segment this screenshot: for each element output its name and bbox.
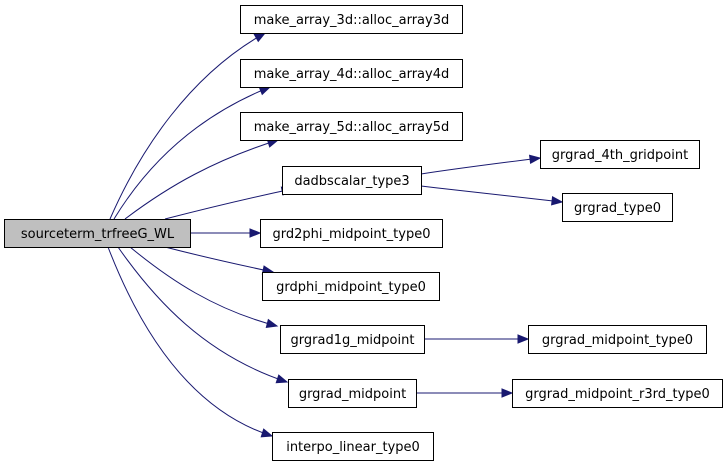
arrowhead-grgradr3rd [501, 388, 514, 398]
node-label: make_array_3d::alloc_array3d [254, 13, 449, 28]
edge-root-to-grdphi [164, 246, 274, 273]
arrowhead-alloc3d [253, 32, 267, 43]
arrowhead-interpo [260, 428, 274, 438]
node-box[interactable] [540, 140, 700, 169]
node-box[interactable] [512, 379, 723, 408]
edge-root-to-dadb [164, 188, 293, 220]
node-grdphi[interactable]: grdphi_midpoint_type0 [262, 272, 440, 301]
node-grgradr3rd[interactable]: grgrad_midpoint_r3rd_type0 [512, 379, 723, 408]
arrowhead-grgradmid [275, 374, 289, 384]
node-root[interactable]: sourceterm_trfreeG_WL [4, 219, 191, 248]
node-box[interactable] [260, 219, 443, 248]
node-alloc5d[interactable]: make_array_5d::alloc_array5d [240, 112, 463, 141]
node-box[interactable] [288, 379, 417, 408]
node-grgrad1g[interactable]: grgrad1g_midpoint [280, 325, 425, 354]
arrowhead-grgradt0 [551, 196, 564, 206]
arrowhead-alloc4d [258, 86, 272, 96]
edge-root-to-alloc3d [109, 32, 266, 220]
node-box[interactable] [4, 219, 191, 248]
edge-root-to-interpo [107, 246, 273, 437]
node-label: dadbscalar_type3 [294, 174, 409, 189]
edge-root-to-grgrad1g [129, 246, 278, 327]
node-box[interactable] [240, 5, 463, 34]
node-label: grd2phi_midpoint_type0 [273, 227, 431, 242]
edge-dadb-to-grgrad4th [420, 157, 541, 175]
node-alloc3d[interactable]: make_array_3d::alloc_array3d [240, 5, 463, 34]
node-label: grgrad_4th_gridpoint [552, 148, 688, 163]
node-box[interactable] [528, 325, 707, 354]
node-label: grgrad_midpoint_type0 [542, 333, 693, 348]
arrowhead-grgradmidt0 [517, 334, 530, 344]
node-grgradmid[interactable]: grgrad_midpoint [288, 379, 417, 408]
node-box[interactable] [282, 166, 422, 195]
arrowhead-grgrad1g [265, 318, 279, 328]
node-label: grdphi_midpoint_type0 [276, 280, 426, 295]
edge-root-to-alloc5d [124, 139, 279, 220]
node-grgrad4th[interactable]: grgrad_4th_gridpoint [540, 140, 700, 169]
node-box[interactable] [280, 325, 425, 354]
node-grd2phi[interactable]: grd2phi_midpoint_type0 [260, 219, 443, 248]
node-label: sourceterm_trfreeG_WL [21, 227, 175, 242]
arrowhead-grd2phi [249, 228, 262, 238]
node-box[interactable] [240, 112, 463, 141]
node-box[interactable] [240, 59, 463, 88]
node-label: grgrad1g_midpoint [291, 333, 415, 348]
node-box[interactable] [262, 272, 440, 301]
node-label: make_array_5d::alloc_array5d [254, 120, 449, 135]
node-grgradmidt0[interactable]: grgrad_midpoint_type0 [528, 325, 707, 354]
edge-root-to-grgradmid [117, 246, 288, 383]
node-label: interpo_linear_type0 [286, 440, 420, 455]
node-interpo[interactable]: interpo_linear_type0 [272, 432, 434, 461]
node-alloc4d[interactable]: make_array_4d::alloc_array4d [240, 59, 463, 88]
node-grgradt0[interactable]: grgrad_type0 [562, 193, 673, 222]
node-dadb[interactable]: dadbscalar_type3 [282, 166, 422, 195]
arrowhead-grgrad4th [528, 154, 542, 165]
node-label: grgrad_type0 [574, 201, 661, 216]
node-box[interactable] [272, 432, 434, 461]
node-label: make_array_4d::alloc_array4d [254, 67, 449, 82]
nodes-layer: sourceterm_trfreeG_WL make_array_3d::allo… [4, 5, 723, 461]
node-box[interactable] [562, 193, 673, 222]
node-label: grgrad_midpoint [299, 387, 406, 402]
edge-root-to-alloc4d [113, 86, 271, 220]
edge-dadb-to-grgradt0 [420, 185, 563, 203]
node-label: grgrad_midpoint_r3rd_type0 [525, 387, 710, 402]
